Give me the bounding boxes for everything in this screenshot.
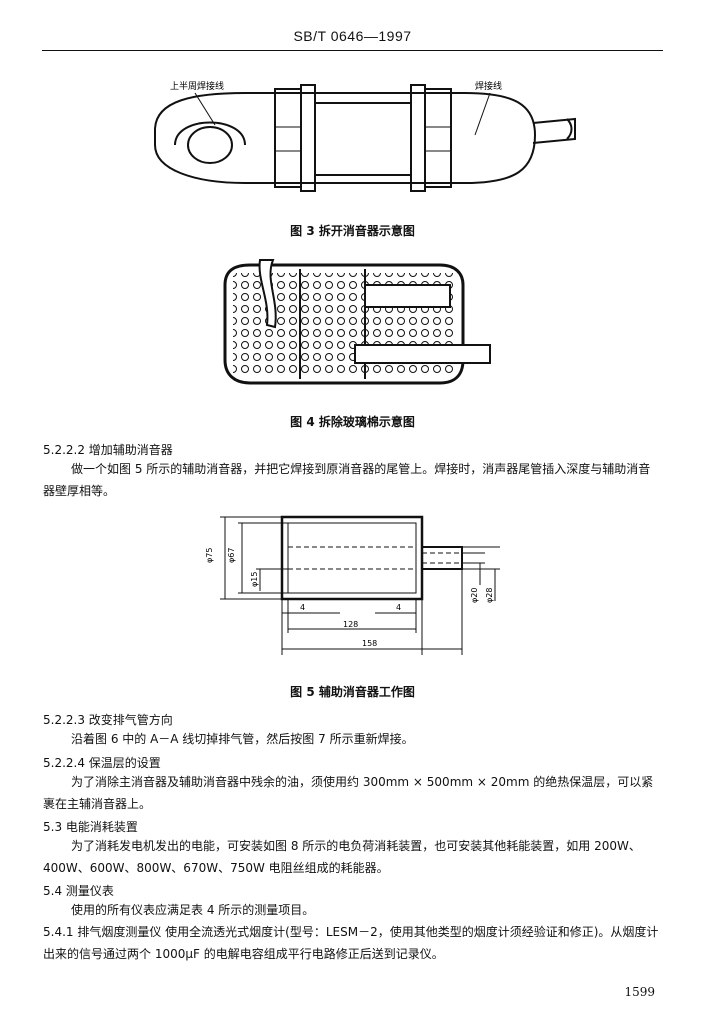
dim-phi75: φ75 bbox=[205, 548, 214, 563]
section-5-2-2-3-heading: 5.2.2.3 改变排气管方向 bbox=[43, 713, 173, 727]
header-rule bbox=[42, 50, 663, 51]
dim-phi20: φ20 bbox=[470, 588, 479, 603]
dim-158: 158 bbox=[362, 639, 377, 648]
figure-5-auxiliary-muffler: φ75 φ67 φ15 φ20 φ28 4 4 128 158 bbox=[205, 515, 500, 655]
page-header: SB/T 0646—1997 bbox=[293, 28, 412, 44]
section-5-3-heading: 5.3 电能消耗装置 bbox=[43, 820, 138, 834]
dim-phi15: φ15 bbox=[250, 572, 259, 587]
section-5-2-2-4-heading: 5.2.2.4 保温层的设置 bbox=[43, 756, 161, 770]
page-number: 1599 bbox=[624, 985, 655, 999]
section-5-4-heading: 5.4 测量仪表 bbox=[43, 884, 114, 898]
dim-4-left: 4 bbox=[300, 603, 305, 612]
label-weld-line: 焊接线 bbox=[475, 80, 502, 92]
dim-phi67: φ67 bbox=[227, 548, 236, 563]
dim-128: 128 bbox=[343, 620, 358, 629]
section-5-4-1-body: 5.4.1 排气烟度测量仪 使用全流透光式烟度计(型号：LESM－2，使用其他类… bbox=[43, 925, 659, 961]
figure-4-glass-wool bbox=[223, 259, 491, 385]
figure-4-caption: 图 4 拆除玻璃棉示意图 bbox=[290, 415, 415, 429]
section-5-2-2-3-body: 沿着图 6 中的 A－A 线切掉排气管，然后按图 7 所示重新焊接。 bbox=[71, 732, 414, 746]
dim-phi28: φ28 bbox=[485, 588, 494, 603]
section-5-4-body: 使用的所有仪表应满足表 4 所示的测量项目。 bbox=[71, 903, 315, 917]
section-5-2-2-4-body: 为了消除主消音器及辅助消音器中残余的油，须使用约 300mm × 500mm ×… bbox=[43, 775, 654, 811]
section-5-3-body: 为了消耗发电机发出的电能，可安装如图 8 所示的电负荷消耗装置，也可安装其他耗能… bbox=[43, 839, 641, 875]
figure-5-caption: 图 5 辅助消音器工作图 bbox=[290, 685, 415, 699]
section-5-2-2-2-body: 做一个如图 5 所示的辅助消音器，并把它焊接到原消音器的尾管上。焊接时，消声器尾… bbox=[43, 462, 651, 498]
dim-4-right: 4 bbox=[396, 603, 401, 612]
section-5-2-2-2-heading: 5.2.2.2 增加辅助消音器 bbox=[43, 443, 173, 457]
label-upper-weld-line: 上半周焊接线 bbox=[170, 80, 224, 92]
figure-3-muffler: 上半周焊接线 焊接线 bbox=[154, 80, 576, 192]
figure-3-caption: 图 3 拆开消音器示意图 bbox=[290, 224, 415, 238]
